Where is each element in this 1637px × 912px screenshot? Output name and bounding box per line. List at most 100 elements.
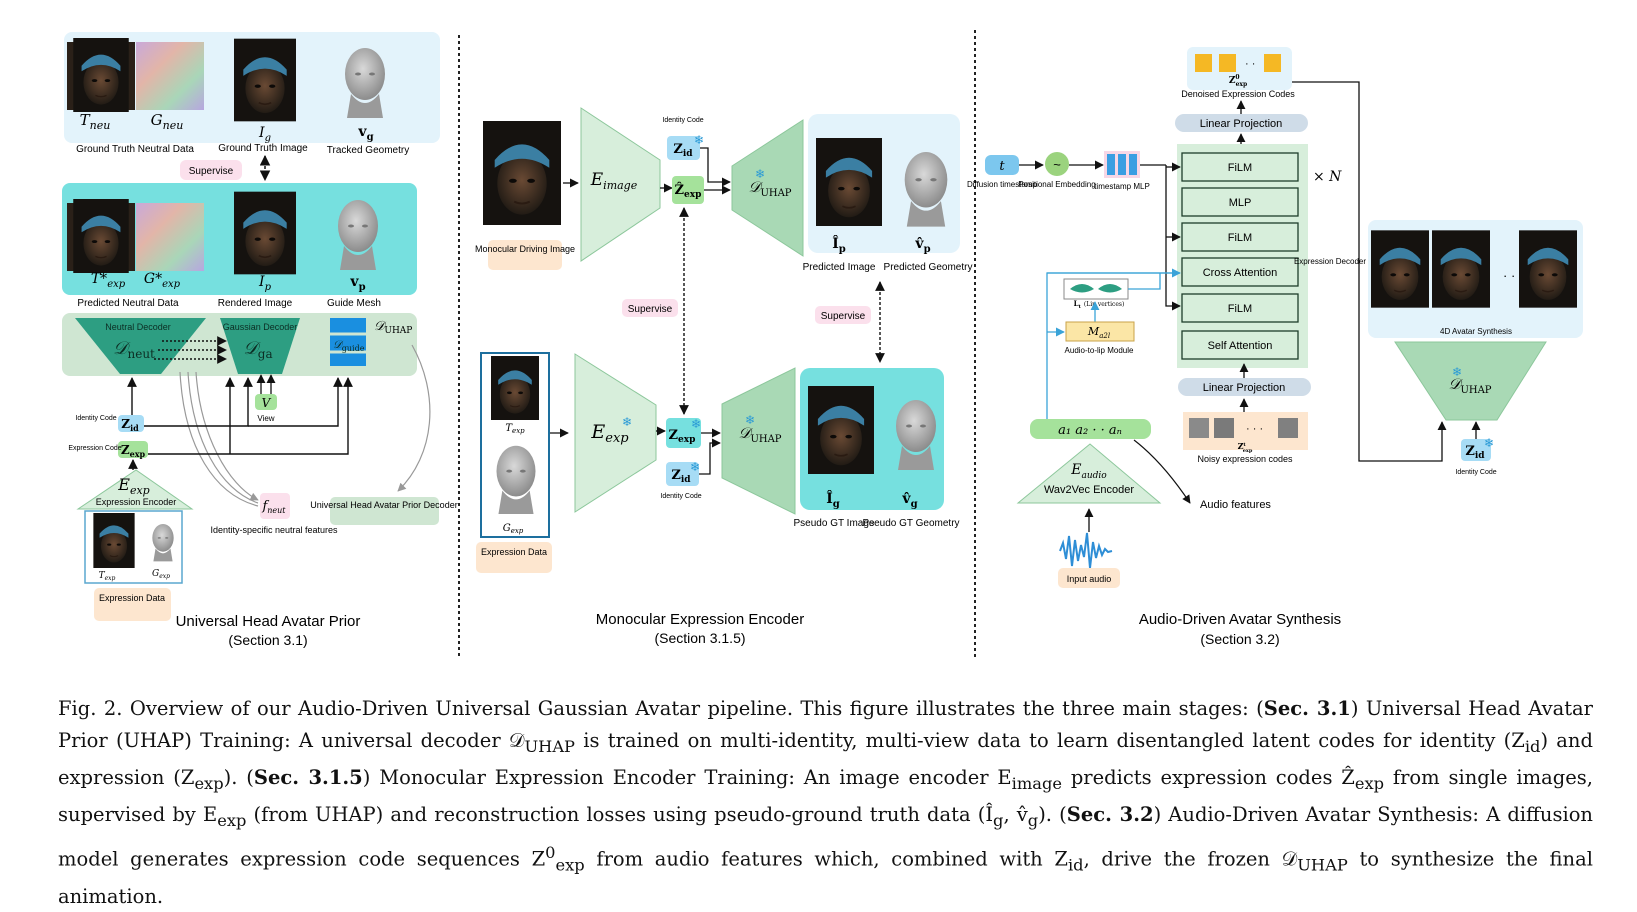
section3-subtitle: (Section 3.2) [1200, 631, 1279, 647]
linear-projection-top [1175, 114, 1308, 132]
expression-decoder-caption: Expression Decoder [1294, 257, 1366, 266]
section2-title: Monocular Expression Encoder [596, 611, 804, 628]
noisy-codes-dots: · · · [1246, 423, 1263, 435]
vp-hat-label: v̂p [914, 236, 930, 255]
times-n-label: × N [1313, 169, 1342, 185]
expression-data-tag-s2 [476, 542, 552, 573]
synthesis-caption: 4D Avatar Synthesis [1440, 327, 1512, 336]
gexp-label-s1: Gexp [152, 569, 170, 580]
texp-label-s2: Texp [505, 423, 525, 435]
linear-projection-bottom-label: Linear Projection [1203, 382, 1286, 394]
synth-frames-dots: · · · [1503, 268, 1523, 283]
pred-neutral-caption: Predicted Neutral Data [77, 298, 179, 309]
wav2vec-encoder-shape [1016, 443, 1162, 504]
gaussian-decoder-label: Gaussian Decoder [223, 322, 298, 332]
texp-star-image [72, 199, 130, 273]
zid-label-s2-top: Zid [673, 142, 693, 159]
d-uhap-shape-s2-bottom [721, 367, 796, 515]
positional-embedding-glyph: ~ [1053, 157, 1061, 172]
d-guide-label: 𝒟guide [333, 338, 365, 353]
ma2l-label: Ma2l [1087, 325, 1110, 340]
view-code-label: V [262, 396, 272, 410]
zid-label-s2-bottom: Zid [671, 468, 691, 485]
identity-specific-caption: Identity-specific neutral features [210, 525, 338, 535]
guide-mesh-caption: Guide Mesh [327, 298, 381, 309]
supervise-tag-2-label: Supervise [628, 304, 673, 315]
fneut-label: fneut [261, 499, 286, 515]
pseudo-gt-geometry-caption: Pseudo GT Geometry [862, 518, 959, 529]
zexp-label-s2: Zexp [669, 428, 696, 445]
neutral-decoder-shape [75, 318, 206, 374]
section1-title: Universal Head Avatar Prior [176, 613, 361, 630]
synth-frame-2 [1432, 229, 1490, 309]
expression-data-tag-s1 [94, 588, 171, 621]
mlp-block-label: MLP [1229, 197, 1252, 209]
guide-decoder-shape [330, 318, 366, 366]
zid-box-s1 [118, 415, 144, 432]
gexp-star-label: G*exp [144, 271, 181, 290]
frozen-snowflake-eexp-s2: ❄ [622, 415, 632, 429]
view-code-box [255, 394, 277, 410]
film-block-3 [1181, 293, 1299, 323]
tracked-geometry-caption: Tracked Geometry [327, 145, 409, 156]
tneu-label: Tneu [80, 111, 111, 132]
frozen-snowflake-d-uhap-s2-bottom: ❄ [745, 413, 755, 427]
gt-neutral-caption: Ground Truth Neutral Data [76, 144, 194, 155]
cross-attention-block-label: Cross Attention [1203, 267, 1278, 279]
rendered-image-caption: Rendered Image [218, 298, 293, 309]
input-audio-caption: Input audio [1067, 574, 1112, 584]
zexp-box-s2 [666, 418, 701, 448]
input-audio-tag [1058, 568, 1120, 588]
frozen-snowflake-zexp-s2: ❄ [691, 417, 701, 431]
texp-star-label: T*exp [91, 271, 126, 290]
eimage-label: Eimage [590, 170, 638, 192]
view-caption: View [257, 414, 274, 423]
zexp-box-s1 [118, 441, 148, 458]
zid-label-s3: Zid [1465, 444, 1485, 461]
frozen-snowflake-zid-s2-bottom: ❄ [690, 460, 700, 474]
eexp-encoder-shape-s1 [76, 469, 194, 510]
self-attention-block-label: Self Attention [1208, 340, 1273, 352]
eexp-label-s1: Eexp [117, 475, 149, 497]
zexp-hat-label: Ẑexp [675, 182, 702, 200]
zid-label-s1: Zid [121, 417, 139, 433]
d-uhap-label-s3: 𝒟UHAP [1448, 375, 1491, 396]
eexp-encoder-shape-s2 [574, 353, 657, 513]
frozen-snowflake-zid-s2-top: ❄ [694, 133, 704, 147]
zexp-label-s1: Zexp [121, 443, 146, 459]
section3-title: Audio-Driven Avatar Synthesis [1139, 611, 1341, 628]
identity-code-caption-s2-bottom: Identity Code [660, 493, 701, 500]
gt-image [234, 37, 296, 123]
predicted-image [816, 137, 882, 227]
noisy-codes-caption: Noisy expression codes [1197, 454, 1293, 464]
supervise-tag-1-label: Supervise [189, 166, 234, 177]
d-uhap-label-s2-top: 𝒟UHAP [748, 178, 791, 199]
guide-mesh-image [338, 200, 378, 270]
figure-caption: Fig. 2. Overview of our Audio-Driven Uni… [58, 697, 1593, 908]
synth-frame-1 [1371, 229, 1429, 309]
lip-vertices-label: Lt(Lip vertices) [1074, 299, 1125, 310]
zid-box-s3 [1461, 439, 1491, 461]
monocular-driving-caption: Monocular Driving Image [475, 244, 575, 254]
expression-encoder-caption-s1: Expression Encoder [96, 497, 177, 507]
texp-label-s1: Texp [99, 571, 116, 582]
film-block-1-label: FiLM [1228, 162, 1252, 174]
cross-attention-block [1181, 257, 1299, 287]
section-encoder: Monocular Driving Image Eimage Identity … [475, 107, 972, 646]
uhap-prior-decoder-caption: Universal Head Avatar Prior Decoder [310, 500, 457, 510]
mlp-block [1181, 187, 1299, 217]
audio-features-caption: Audio features [1200, 499, 1271, 511]
t-box [985, 155, 1019, 175]
supervise-tag-2 [622, 299, 678, 317]
zid-box-s2-top [667, 136, 700, 160]
zexp-hat-box [672, 176, 704, 204]
audio-to-lip-caption: Audio-to-lip Module [1065, 346, 1134, 355]
expression-data-caption-s1: Expression Data [99, 593, 165, 603]
eaudio-label: Eaudio [1070, 462, 1107, 481]
d-uhap-shape-s3 [1394, 341, 1547, 421]
supervise-tag-3-label: Supervise [821, 311, 866, 322]
pseudo-gt-image [808, 385, 874, 475]
waveform-icon [1059, 532, 1113, 569]
